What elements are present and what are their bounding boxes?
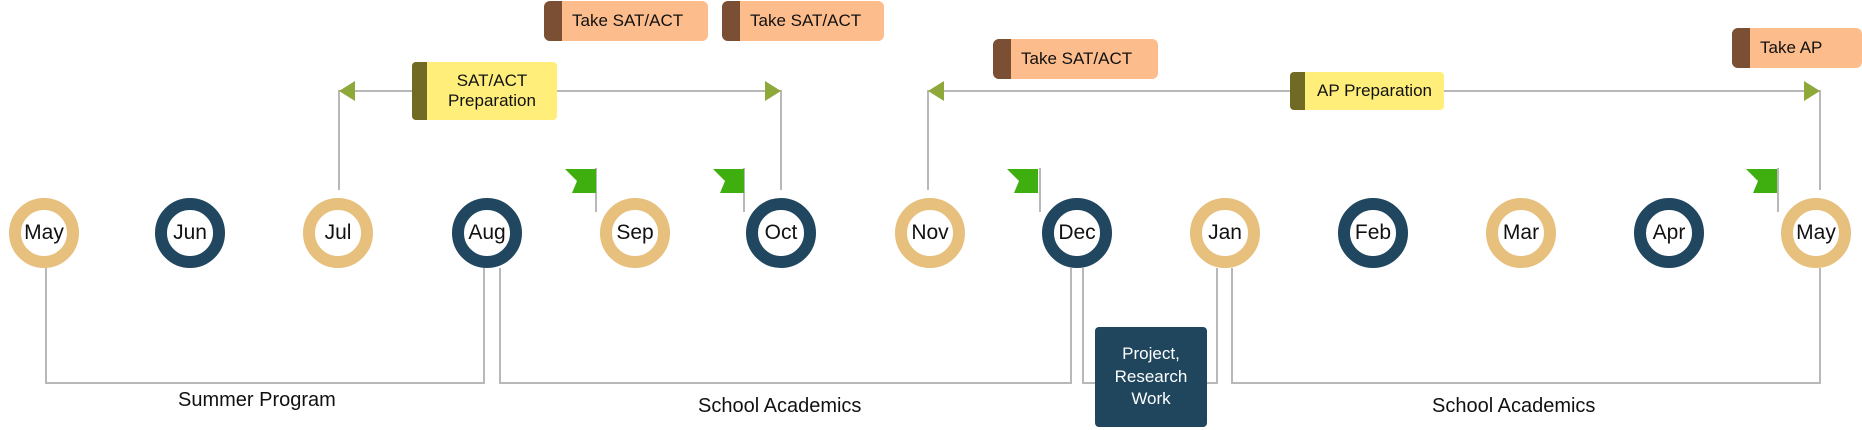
month-apr: Apr xyxy=(1634,198,1704,268)
take-sat-act-tag: Take SAT/ACT xyxy=(993,39,1158,79)
tag-label: Take SAT/ACT xyxy=(750,11,862,30)
sat-act-preparation-tag: SAT/ACT Preparation xyxy=(412,62,557,120)
tag-label: Take AP xyxy=(1760,38,1823,57)
tag-cap xyxy=(1732,28,1750,68)
tag-label: Take SAT/ACT xyxy=(1021,49,1133,68)
month-may-end: May xyxy=(1781,198,1851,268)
period-school-academics: School Academics xyxy=(698,395,862,417)
project-bracket-right xyxy=(1207,268,1218,384)
month-may: May xyxy=(9,198,79,268)
take-sat-act-tag: Take SAT/ACT xyxy=(722,1,884,41)
project-research-label: Project, Research Work xyxy=(1114,343,1188,409)
month-mar: Mar xyxy=(1486,198,1556,268)
school-bracket-2 xyxy=(1231,268,1821,384)
arrow-left-icon xyxy=(339,81,355,101)
summer-bracket xyxy=(45,268,485,384)
ap-preparation-tag: AP Preparation xyxy=(1290,72,1444,110)
tag-label: Take SAT/ACT xyxy=(572,11,684,30)
tag-cap xyxy=(1290,72,1305,110)
tag-cap xyxy=(722,1,740,41)
tag-cap xyxy=(412,62,427,120)
tag-cap xyxy=(544,1,562,41)
flag-icon xyxy=(713,169,744,193)
project-research-box: Project, Research Work xyxy=(1095,327,1207,427)
school-bracket-1 xyxy=(499,268,1072,384)
month-sep: Sep xyxy=(600,198,670,268)
take-sat-act-tag: Take SAT/ACT xyxy=(544,1,708,41)
period-summer-program: Summer Program xyxy=(178,389,336,411)
month-oct: Oct xyxy=(746,198,816,268)
month-jun: Jun xyxy=(155,198,225,268)
tag-label: AP Preparation xyxy=(1317,81,1432,101)
month-feb: Feb xyxy=(1338,198,1408,268)
month-jul: Jul xyxy=(303,198,373,268)
flag-icon xyxy=(1746,169,1777,193)
flag-icon xyxy=(1007,169,1038,193)
take-ap-tag: Take AP xyxy=(1732,28,1862,68)
period-school-academics: School Academics xyxy=(1432,395,1596,417)
month-jan: Jan xyxy=(1190,198,1260,268)
month-nov: Nov xyxy=(895,198,965,268)
month-dec: Dec xyxy=(1042,198,1112,268)
arrow-right-icon xyxy=(1804,81,1820,101)
tag-cap xyxy=(993,39,1011,79)
arrow-left-icon xyxy=(928,81,944,101)
flag-icon xyxy=(565,169,596,193)
month-aug: Aug xyxy=(452,198,522,268)
sat-prep-range xyxy=(338,90,782,190)
arrow-right-icon xyxy=(765,81,781,101)
tag-label: SAT/ACT Preparation xyxy=(448,71,536,110)
